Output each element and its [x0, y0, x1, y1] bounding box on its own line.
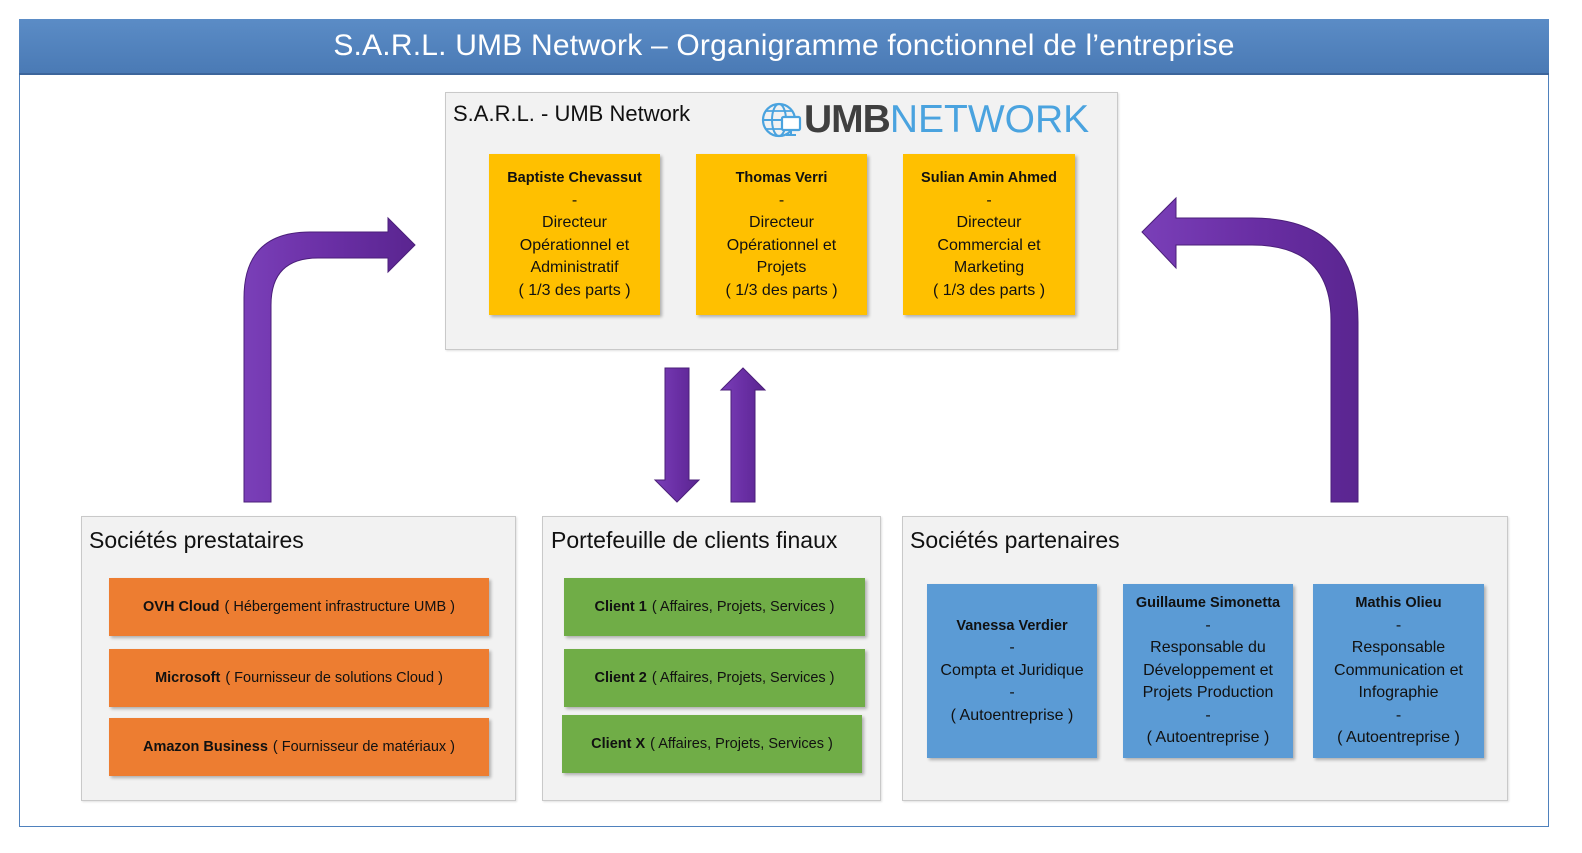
client-name: Client X — [591, 735, 646, 752]
provider-card: Microsoft ( Fournisseur de solutions Clo… — [109, 649, 489, 707]
partner-card: Vanessa Verdier - Compta et Juridique - … — [927, 584, 1097, 758]
partner-separator: - — [1205, 706, 1211, 724]
partner-separator: - — [1009, 639, 1015, 657]
associate-role: Directeur Opérationnel et Projets — [726, 214, 837, 276]
associate-separator: - — [986, 191, 992, 209]
provider-detail: ( Fournisseur de solutions Cloud ) — [225, 669, 443, 686]
associate-separator: - — [778, 191, 785, 209]
provider-card: OVH Cloud ( Hébergement infrastructure U… — [109, 578, 489, 636]
associate-card: Sulian Amin Ahmed - Directeur Commercial… — [903, 154, 1075, 315]
partner-separator: - — [1009, 684, 1015, 702]
partner-role: Responsable du Développement et Projets … — [1142, 639, 1274, 702]
client-name: Client 1 — [594, 598, 647, 615]
arrow-down-icon — [653, 367, 701, 503]
logo-text-network: NETWORK — [889, 98, 1090, 141]
provider-detail: ( Fournisseur de matériaux ) — [272, 738, 456, 755]
partner-separator: - — [1205, 616, 1211, 634]
associate-card: Thomas Verri - Directeur Opérationnel et… — [696, 154, 867, 315]
associate-name: Sulian Amin Ahmed — [921, 170, 1057, 186]
client-card: Client X ( Affaires, Projets, Services ) — [562, 715, 862, 773]
globe-monitor-icon — [761, 102, 802, 138]
curved-arrow-left-icon — [1141, 196, 1359, 503]
partner-name: Mathis Olieu — [1355, 595, 1442, 612]
provider-name: OVH Cloud — [143, 598, 220, 615]
partner-role: Responsable Communication et Infographie — [1334, 639, 1463, 702]
provider-name: Microsoft — [155, 669, 221, 686]
client-card: Client 2 ( Affaires, Projets, Services ) — [564, 649, 865, 707]
partner-card: Guillaume Simonetta - Responsable du Dév… — [1123, 584, 1293, 758]
partner-status: ( Autoentreprise ) — [1337, 729, 1460, 747]
company-panel-title: S.A.R.L. - UMB Network — [453, 101, 691, 126]
associate-role: Directeur Commercial et Marketing — [937, 214, 1041, 276]
partner-card: Mathis Olieu - Responsable Communication… — [1313, 584, 1484, 758]
associate-card: Baptiste Chevassut - Directeur Opération… — [489, 154, 660, 315]
title-bar: S.A.R.L. UMB Network – Organigramme fonc… — [19, 19, 1549, 75]
associate-share: ( 1/3 des parts ) — [932, 281, 1046, 299]
client-card: Client 1 ( Affaires, Projets, Services ) — [564, 578, 865, 636]
provider-detail: ( Hébergement infrastructure UMB ) — [224, 598, 455, 615]
providers-panel-title: Sociétés prestataires — [89, 527, 304, 553]
provider-name: Amazon Business — [142, 738, 268, 755]
logo-text-umb: UMB — [804, 98, 891, 141]
partner-separator: - — [1395, 706, 1402, 724]
client-detail: ( Affaires, Projets, Services ) — [651, 598, 835, 615]
partner-separator: - — [1395, 616, 1402, 634]
client-name: Client 2 — [594, 669, 647, 686]
client-detail: ( Affaires, Projets, Services ) — [650, 735, 833, 752]
partner-status: ( Autoentreprise ) — [950, 706, 1074, 724]
clients-panel-title: Portefeuille de clients finaux — [551, 527, 838, 553]
partners-panel-title: Sociétés partenaires — [910, 527, 1120, 553]
arrow-up-icon — [719, 367, 767, 503]
provider-card: Amazon Business ( Fournisseur de matéria… — [109, 718, 489, 776]
client-detail: ( Affaires, Projets, Services ) — [651, 669, 835, 686]
associate-share: ( 1/3 des parts ) — [725, 281, 838, 299]
associate-share: ( 1/3 des parts ) — [518, 281, 631, 299]
associate-separator: - — [571, 191, 578, 209]
associate-name: Thomas Verri — [735, 170, 828, 186]
associate-name: Baptiste Chevassut — [507, 170, 642, 186]
partner-name: Vanessa Verdier — [956, 617, 1068, 634]
page-title: S.A.R.L. UMB Network – Organigramme fonc… — [333, 29, 1235, 62]
partner-status: ( Autoentreprise ) — [1146, 729, 1270, 747]
bent-arrow-right-icon — [243, 216, 416, 503]
partner-role: Compta et Juridique — [940, 661, 1084, 679]
partner-name: Guillaume Simonetta — [1135, 595, 1281, 612]
associate-role: Directeur Opérationnel et Administratif — [519, 214, 630, 276]
